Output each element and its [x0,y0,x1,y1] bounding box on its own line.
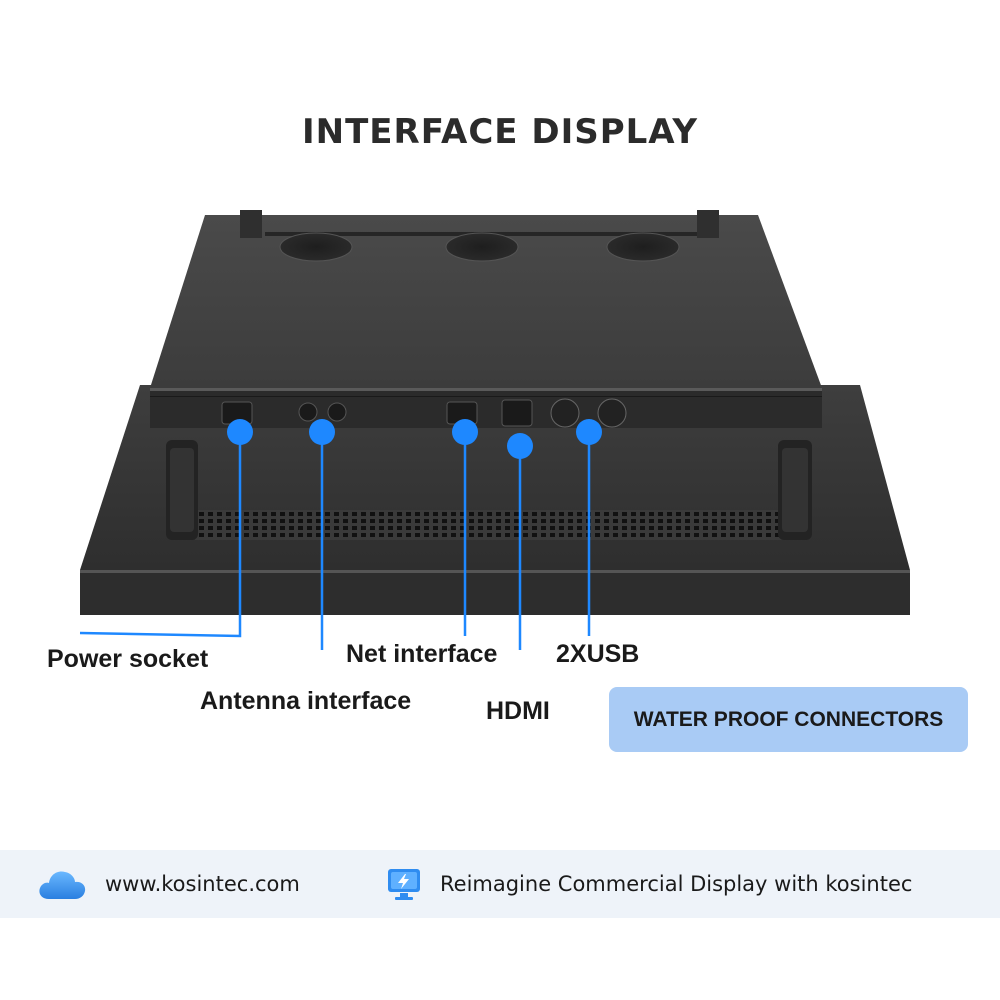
footer-bar: www.kosintec.com Reimagine Commercial Di… [0,850,1000,918]
cloud-icon [39,871,86,899]
fan-center-icon [445,232,519,262]
fan-left-icon [279,232,353,262]
handle-left [166,440,198,540]
label-net-interface: Net interface [346,640,498,668]
top-bracket-left [240,210,262,238]
callout-dot-hdmi [507,433,533,459]
page-title: INTERFACE DISPLAY [302,112,698,152]
monitor-rear-image [79,210,910,650]
callout-dot-power [227,419,253,445]
callout-dot-antenna [309,419,335,445]
callout-dot-net [452,419,478,445]
label-antenna-interface: Antenna interface [200,687,412,715]
footer-slogan: Reimagine Commercial Display with kosint… [386,850,912,918]
fan-right-icon [606,232,680,262]
callout-lines [79,432,591,650]
lower-chassis [80,385,910,615]
top-bracket-right [697,210,719,238]
label-hdmi: HDMI [486,697,550,725]
handle-right [778,440,812,540]
footer-website[interactable]: www.kosintec.com [37,850,300,918]
label-2xusb: 2XUSB [556,640,640,668]
slogan-text: Reimagine Commercial Display with kosint… [440,872,913,896]
waterproof-badge: WATER PROOF CONNECTORS [609,687,968,752]
monitor-lightning-icon [388,869,420,900]
label-power-socket: Power socket [47,645,209,673]
callout-dot-usb [576,419,602,445]
website-link[interactable]: www.kosintec.com [105,872,300,896]
